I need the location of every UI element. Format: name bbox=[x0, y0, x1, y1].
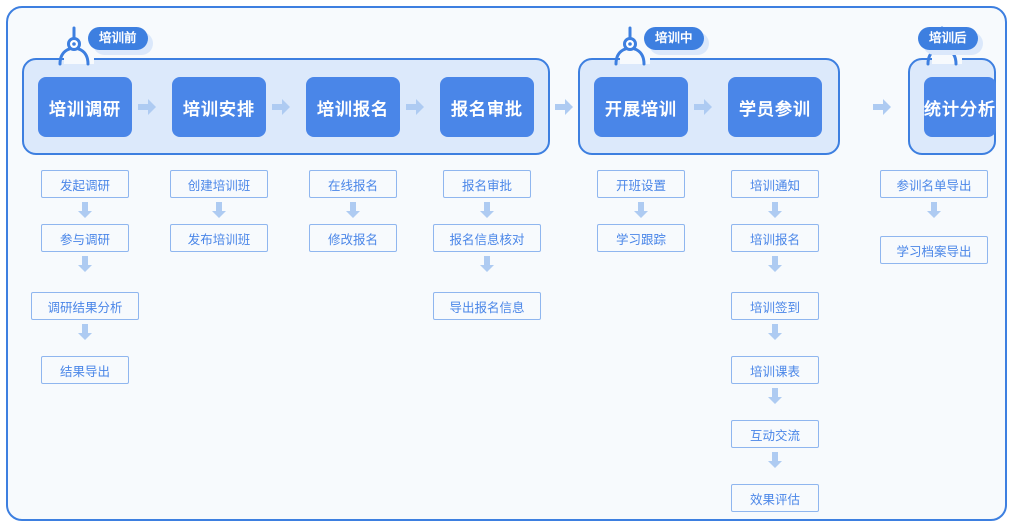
arrow-right-icon bbox=[873, 99, 891, 115]
process-box-tongji-fenxi[interactable]: 统计分析 bbox=[924, 77, 996, 137]
arrow-down-icon bbox=[480, 202, 494, 218]
arrow-down-icon bbox=[480, 256, 494, 272]
process-box-peixun-anpai[interactable]: 培训安排 bbox=[172, 77, 266, 137]
sub-box[interactable]: 创建培训班 bbox=[170, 170, 268, 198]
arrow-down-icon bbox=[927, 202, 941, 218]
sub-box[interactable]: 效果评估 bbox=[731, 484, 819, 512]
process-box-baoming-shenpi[interactable]: 报名审批 bbox=[440, 77, 534, 137]
arrow-right-icon bbox=[555, 99, 573, 115]
sub-box[interactable]: 结果导出 bbox=[41, 356, 129, 384]
hook-icon bbox=[606, 26, 652, 66]
sub-box[interactable]: 发起调研 bbox=[41, 170, 129, 198]
hook-notch bbox=[932, 56, 962, 64]
sub-box[interactable]: 在线报名 bbox=[309, 170, 397, 198]
sub-box[interactable]: 学习跟踪 bbox=[597, 224, 685, 252]
arrow-down-icon bbox=[78, 256, 92, 272]
sub-box[interactable]: 培训课表 bbox=[731, 356, 819, 384]
sub-box[interactable]: 培训报名 bbox=[731, 224, 819, 252]
arrow-down-icon bbox=[768, 388, 782, 404]
arrow-right-icon bbox=[694, 99, 712, 115]
sub-box[interactable]: 发布培训班 bbox=[170, 224, 268, 252]
sub-box[interactable]: 参与调研 bbox=[41, 224, 129, 252]
sub-box[interactable]: 导出报名信息 bbox=[433, 292, 541, 320]
process-box-kaizhan-peixun[interactable]: 开展培训 bbox=[594, 77, 688, 137]
stage-tag-post-training[interactable]: 培训后 bbox=[918, 27, 978, 50]
process-box-xueyuan-canxun[interactable]: 学员参训 bbox=[728, 77, 822, 137]
arrow-down-icon bbox=[768, 452, 782, 468]
sub-box[interactable]: 报名审批 bbox=[443, 170, 531, 198]
sub-box[interactable]: 参训名单导出 bbox=[880, 170, 988, 198]
stage-tag-pre-training[interactable]: 培训前 bbox=[88, 27, 148, 50]
sub-box[interactable]: 报名信息核对 bbox=[433, 224, 541, 252]
arrow-down-icon bbox=[78, 324, 92, 340]
hook-notch bbox=[64, 56, 94, 64]
arrow-down-icon bbox=[212, 202, 226, 218]
sub-box[interactable]: 培训签到 bbox=[731, 292, 819, 320]
sub-box[interactable]: 互动交流 bbox=[731, 420, 819, 448]
sub-box[interactable]: 培训通知 bbox=[731, 170, 819, 198]
arrow-down-icon bbox=[768, 256, 782, 272]
arrow-down-icon bbox=[634, 202, 648, 218]
process-box-peixun-baoming[interactable]: 培训报名 bbox=[306, 77, 400, 137]
arrow-down-icon bbox=[768, 202, 782, 218]
sub-box[interactable]: 学习档案导出 bbox=[880, 236, 988, 264]
arrow-down-icon bbox=[346, 202, 360, 218]
hook-notch bbox=[620, 56, 650, 64]
arrow-right-icon bbox=[406, 99, 424, 115]
sub-box[interactable]: 开班设置 bbox=[597, 170, 685, 198]
stage-tag-during-training[interactable]: 培训中 bbox=[644, 27, 704, 50]
process-box-peixun-diaoyan[interactable]: 培训调研 bbox=[38, 77, 132, 137]
arrow-right-icon bbox=[272, 99, 290, 115]
arrow-down-icon bbox=[78, 202, 92, 218]
hook-icon bbox=[50, 26, 96, 66]
sub-box[interactable]: 修改报名 bbox=[309, 224, 397, 252]
sub-box[interactable]: 调研结果分析 bbox=[31, 292, 139, 320]
arrow-down-icon bbox=[768, 324, 782, 340]
arrow-right-icon bbox=[138, 99, 156, 115]
